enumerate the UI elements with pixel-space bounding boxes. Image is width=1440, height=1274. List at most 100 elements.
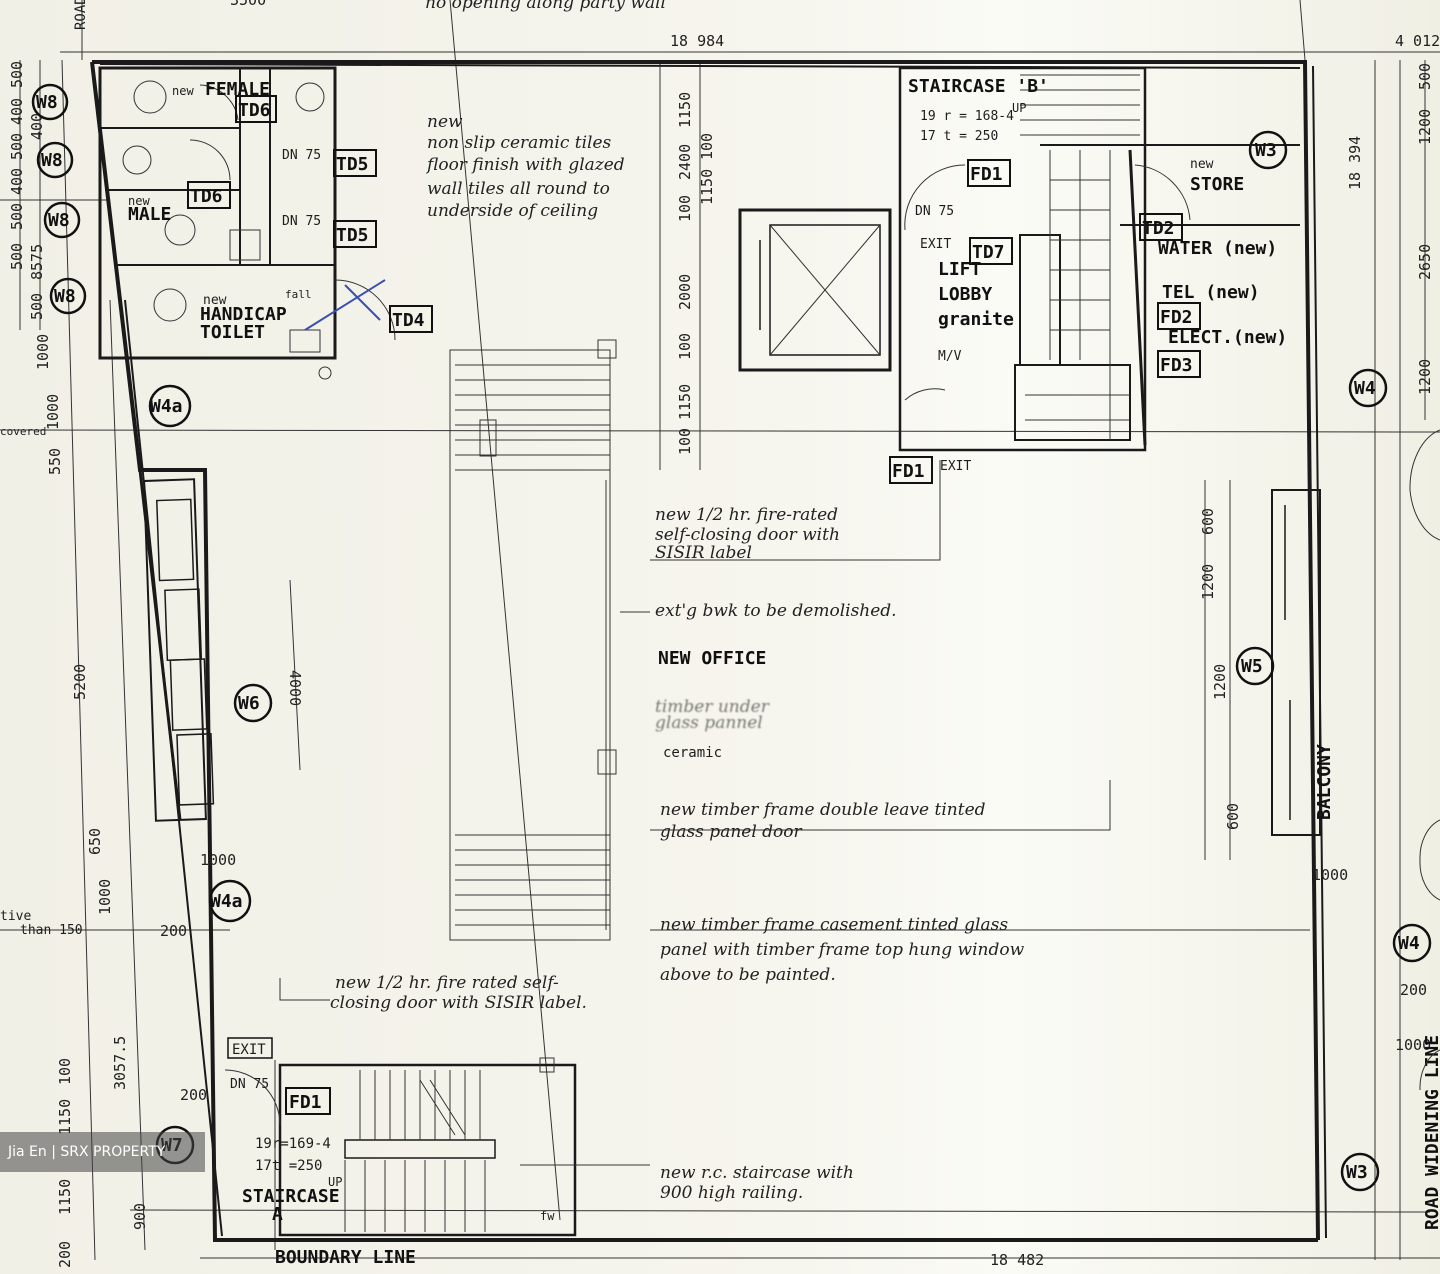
fire-door-note-line1: new 1/2 hr. fire-rated: [655, 505, 838, 525]
dim-right-0: 500: [1416, 63, 1434, 90]
water-label: WATER (new): [1158, 238, 1277, 259]
door-tag-fd3: FD3: [1160, 355, 1193, 376]
window-tag-circle: [233, 683, 273, 723]
dim-top-width: 18 984: [670, 32, 724, 50]
lift-shaft: [738, 208, 892, 372]
tiles-note-line5: underside of ceiling: [427, 201, 598, 221]
handicap-label: HANDICAP: [200, 304, 287, 325]
dim-left-4: 500: [8, 203, 26, 230]
fire-door-note-line3: SISIR label: [655, 543, 752, 563]
toilet-label: TOILET: [200, 322, 265, 343]
window-tag-circle: [148, 384, 192, 428]
window-tag-circle: [1248, 130, 1288, 170]
door-tag-box: [967, 159, 1011, 187]
fire-door-b-note-line2: closing door with SISIR label.: [330, 993, 587, 1013]
dim-misc-4: 200: [180, 1086, 207, 1104]
door-tag-box: [1157, 350, 1201, 378]
tiles-note-line4: wall tiles all round to: [427, 179, 610, 199]
exit-label: EXIT: [940, 459, 971, 474]
dim-misc-1: 1000: [200, 851, 236, 869]
window-tag-w3: W3: [1255, 140, 1277, 161]
store-new-label: new: [1190, 157, 1214, 172]
dim-left-9: 1000: [34, 334, 52, 370]
staircase-b-risers: 19 r = 168-4: [920, 109, 1014, 124]
new-office-label: NEW OFFICE: [658, 648, 766, 669]
staircase-a-treads: 17t =250: [255, 1158, 322, 1174]
dim-top-right: 4 012: [1395, 32, 1440, 50]
dim-left-19: 1150: [56, 1179, 74, 1215]
female-new-label: new: [172, 84, 194, 98]
dim-left-20: 900: [131, 1203, 149, 1230]
dim-right-3: 1200: [1416, 359, 1434, 395]
window-tag-w8: W8: [41, 150, 63, 171]
dim-left-14: 1000: [96, 879, 114, 915]
staircase-a: [224, 1057, 577, 1237]
window-tags: W8 W8 W8 W8 W3 W4a W6 W4a W4 W5 W4 W3 W7: [31, 83, 1432, 1192]
store-label: STORE: [1190, 174, 1244, 195]
dim-lift-2: 2400: [676, 144, 694, 180]
window-tag-w8: W8: [54, 286, 76, 307]
door-tag-td2: TD2: [1142, 218, 1175, 239]
door-tag-td4: TD4: [392, 310, 425, 331]
door-tag-fd1: FD1: [892, 461, 925, 482]
dim-left-21: 200: [56, 1241, 74, 1268]
dim-balcony-1: 1200: [1199, 564, 1217, 600]
exit-label: EXIT: [232, 1042, 266, 1058]
male-new-label: new: [128, 194, 150, 208]
faded-annotation: timber under glass pannel: [655, 697, 770, 733]
door-tags: TD6 TD6 TD5 TD5 TD4 FD1 TD7 TD2 FD2 FD3 …: [187, 95, 1201, 1115]
window-tag-w4a: W4a: [150, 396, 183, 417]
void-opening: [449, 339, 617, 941]
dim-left-11: 550: [46, 448, 64, 475]
dim-lift-5: 2000: [676, 274, 694, 310]
dim-left-5: 500: [8, 243, 26, 270]
window-tag-circle: [208, 879, 252, 923]
door-tag-fd1: FD1: [289, 1092, 322, 1113]
faded-note-line2: glass pannel: [655, 713, 763, 733]
dim-left-0: 500: [8, 61, 26, 88]
lobby-label: LOBBY: [938, 284, 992, 305]
door-tag-td5: TD5: [336, 225, 369, 246]
dim-lift-7: 1150: [676, 384, 694, 420]
dimension-text: 18 984 18 482 4 012 3500 18 394 500 400 …: [8, 0, 1440, 1269]
window-tag-circle: [1348, 368, 1388, 408]
window-tag-circle: [43, 201, 81, 239]
dim-lift-3: 1150: [698, 169, 716, 205]
demolish-note: ext'g bwk to be demolished.: [655, 601, 897, 621]
dim-right-depth: 18 394: [1346, 136, 1364, 190]
cover-note-2: than 150: [20, 923, 83, 938]
balcony-label: BALCONY: [1314, 744, 1335, 820]
staircase-b-up: UP: [1012, 101, 1026, 115]
double-door-note-line1: new timber frame double leave tinted: [660, 800, 986, 820]
dim-left-2: 500: [8, 133, 26, 160]
fire-door-b-note-line1: new 1/2 hr. fire rated self-: [335, 973, 559, 993]
window-tag-circle: [36, 141, 74, 179]
fw-label: fw: [540, 1209, 555, 1223]
window-tag-w4: W4: [1354, 378, 1376, 399]
door-tag-box: [889, 456, 933, 484]
dim-lift-4: 100: [676, 195, 694, 222]
dim-lift-6: 100: [676, 333, 694, 360]
elect-label: ELECT.(new): [1168, 327, 1287, 348]
mv-label: M/V: [938, 349, 962, 364]
door-tag-box: [389, 305, 433, 333]
dim-misc-2: 1000: [1312, 866, 1348, 884]
door-tag-box: [235, 95, 277, 123]
dim-balcony-3: 600: [1224, 803, 1242, 830]
dn75-label: DN 75: [915, 204, 954, 219]
tiles-note-line1: new: [427, 112, 463, 132]
door-tag-box: [187, 181, 231, 209]
cover-note-1: tive: [0, 909, 31, 924]
dn75-label: DN 75: [230, 1077, 269, 1092]
casement-note-line1: new timber frame casement tinted glass: [660, 915, 1008, 935]
dim-left-8: 500: [28, 293, 46, 320]
dim-left-16: 3057.5: [111, 1036, 129, 1090]
staircase-a-up: UP: [328, 1175, 342, 1189]
dim-lift-1: 100: [698, 133, 716, 160]
dim-misc-5: 1000: [1395, 1036, 1431, 1054]
double-door-note-line2: glass panel door: [660, 822, 803, 842]
